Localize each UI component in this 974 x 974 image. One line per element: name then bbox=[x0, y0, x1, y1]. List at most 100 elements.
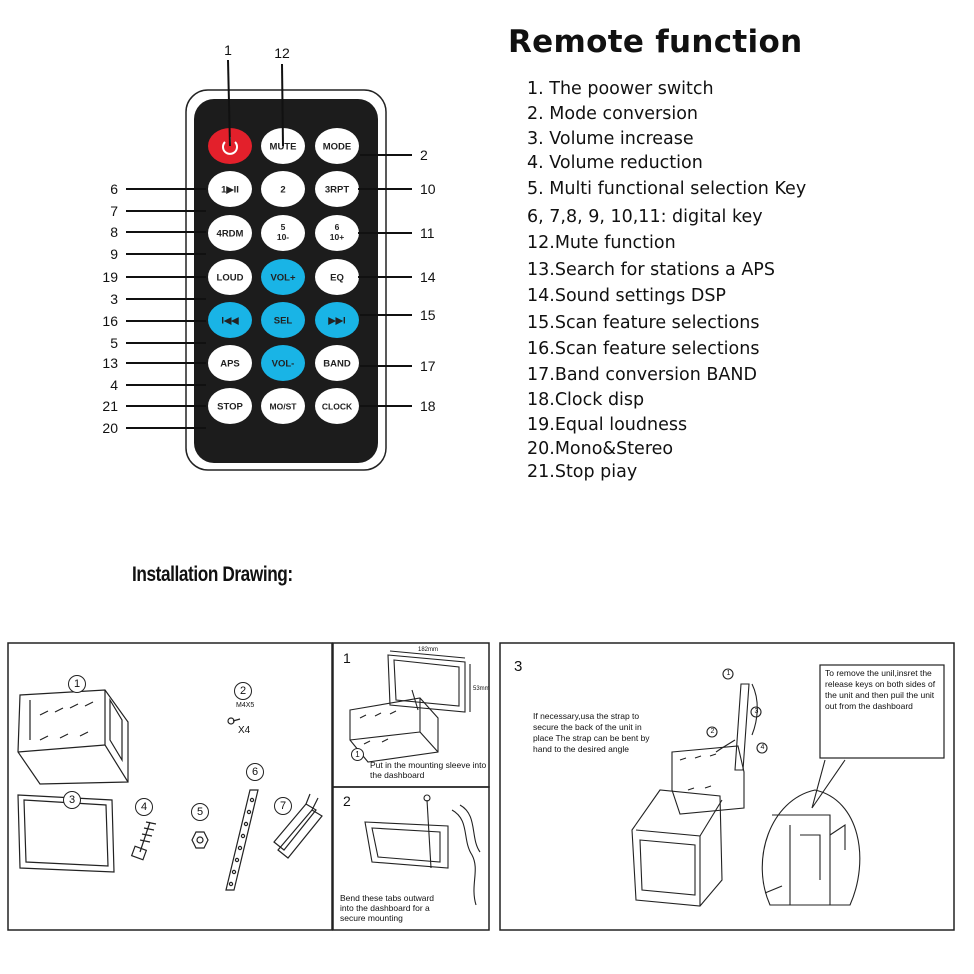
remote-button-shape[interactable] bbox=[208, 215, 252, 251]
step2-drawing bbox=[364, 794, 481, 906]
step1-text: Put in the mounting sleeve into the dash… bbox=[370, 760, 487, 780]
remote-button[interactable]: 1▶II bbox=[208, 171, 252, 207]
function-item: 20.Mono&Stereo bbox=[527, 439, 674, 459]
step1-dim-width: 182mm bbox=[418, 647, 439, 653]
remote-button-shape[interactable] bbox=[261, 215, 305, 251]
remote-button-shape[interactable] bbox=[261, 388, 305, 424]
callout-number: 13 bbox=[102, 355, 118, 371]
remote-button-shape[interactable] bbox=[208, 388, 252, 424]
screw-size-label: M4X5 bbox=[236, 702, 255, 709]
part-number-badge: 2 bbox=[234, 682, 252, 700]
remote-button-label: EQ bbox=[330, 273, 344, 284]
callout-number: 3 bbox=[110, 291, 118, 307]
step1-number: 1 bbox=[343, 650, 351, 666]
function-item: 1. The poower switch bbox=[527, 79, 714, 99]
remote-button-shape[interactable] bbox=[261, 259, 305, 295]
remote-button-label: 3RPT bbox=[325, 185, 349, 196]
remote-button-label: STOP bbox=[217, 402, 243, 413]
remote-button-shape[interactable] bbox=[261, 345, 305, 381]
remote-button-label: APS bbox=[220, 359, 240, 370]
remote-button[interactable]: APS bbox=[208, 345, 252, 381]
part-screw bbox=[227, 717, 241, 725]
remote-button[interactable]: MODE bbox=[315, 128, 359, 164]
step3-number: 3 bbox=[514, 658, 523, 675]
function-item: 17.Band conversion BAND bbox=[527, 365, 757, 385]
function-item: 13.Search for stations a APS bbox=[527, 260, 775, 280]
remote-button-shape[interactable] bbox=[208, 345, 252, 381]
remote-button[interactable]: EQ bbox=[315, 259, 359, 295]
remote-button-shape[interactable] bbox=[315, 259, 359, 295]
page-title: Remote function bbox=[508, 24, 803, 60]
remote-button-shape[interactable] bbox=[315, 171, 359, 207]
remote-button[interactable]: ▶▶I bbox=[315, 302, 359, 338]
remote-button[interactable]: SEL bbox=[261, 302, 305, 338]
remote-button[interactable]: BAND bbox=[315, 345, 359, 381]
callout-number: 7 bbox=[110, 203, 118, 219]
callout-number: 15 bbox=[420, 307, 436, 323]
remote-button-shape[interactable] bbox=[208, 171, 252, 207]
remote-button-shape[interactable] bbox=[315, 302, 359, 338]
part-number-badge: 1 bbox=[68, 675, 86, 693]
remote-button[interactable]: CLOCK bbox=[315, 388, 359, 424]
remote-button[interactable]: 4RDM bbox=[208, 215, 252, 251]
remote-button-label: 1▶II bbox=[221, 185, 239, 196]
callout-number: 9 bbox=[110, 246, 118, 262]
part-number-badge: 7 bbox=[274, 797, 292, 815]
remote-button-label: 10+ bbox=[330, 232, 344, 242]
step1-callout-badge: 1 bbox=[351, 748, 364, 761]
callout-line bbox=[227, 59, 231, 147]
remote-button[interactable]: 3RPT bbox=[315, 171, 359, 207]
remote-button-shape[interactable] bbox=[261, 302, 305, 338]
callout-number: 12 bbox=[274, 45, 290, 61]
remote-button-label: 2 bbox=[280, 185, 285, 196]
callout-number: 16 bbox=[102, 313, 118, 329]
remote-button[interactable]: I◀◀ bbox=[208, 302, 252, 338]
remote-button-shape[interactable] bbox=[315, 128, 359, 164]
callout-number: 19 bbox=[102, 269, 118, 285]
remote-button-shape[interactable] bbox=[315, 388, 359, 424]
callout-number: 5 bbox=[110, 335, 118, 351]
callout-line bbox=[281, 63, 284, 147]
step1-drawing bbox=[349, 650, 471, 763]
step3-strap-text: If necessary,usa the strap to secure the… bbox=[533, 711, 650, 754]
callout-number: 11 bbox=[420, 225, 435, 241]
remote-button-label: I◀◀ bbox=[221, 316, 239, 327]
remote-button-shape[interactable] bbox=[315, 345, 359, 381]
remote-button[interactable]: 510- bbox=[261, 215, 305, 251]
remote-button[interactable]: LOUD bbox=[208, 259, 252, 295]
remote-button-label: 6 bbox=[335, 222, 340, 232]
remote-button-label: LOUD bbox=[217, 273, 244, 284]
callout-number: 4 bbox=[110, 377, 118, 393]
callout-number: 8 bbox=[110, 224, 118, 240]
remote-button-shape[interactable] bbox=[208, 259, 252, 295]
remote-button[interactable]: VOL- bbox=[261, 345, 305, 381]
remote-button[interactable]: 610+ bbox=[315, 215, 359, 251]
part-release-keys bbox=[273, 793, 323, 859]
step3-remove-text: To remove the unil,insret the release ke… bbox=[825, 668, 936, 711]
part-number-badge: 6 bbox=[246, 763, 264, 781]
remote-button-label: BAND bbox=[323, 359, 351, 370]
remote-button-label: VOL- bbox=[272, 359, 295, 370]
function-item: 6, 7,8, 9, 10,11: digital key bbox=[527, 207, 763, 227]
step3-callout-badge: 3 bbox=[754, 708, 759, 715]
remote-button-shape[interactable] bbox=[208, 302, 252, 338]
remote-button[interactable]: 2 bbox=[261, 171, 305, 207]
function-item: 2. Mode conversion bbox=[527, 104, 699, 124]
remote-button-label: CLOCK bbox=[322, 402, 353, 412]
remote-button[interactable]: STOP bbox=[208, 388, 252, 424]
remote-button-shape[interactable] bbox=[261, 171, 305, 207]
part-number-badge: 5 bbox=[191, 803, 209, 821]
remote-button[interactable]: MO/ST bbox=[261, 388, 305, 424]
installation-drawings bbox=[7, 642, 955, 931]
callout-number: 20 bbox=[102, 420, 118, 436]
remote-button-label: MODE bbox=[323, 142, 352, 153]
part-number-badge: 4 bbox=[135, 798, 153, 816]
remote-button-label: 5 bbox=[281, 222, 286, 232]
step3-callout-badge: 2 bbox=[710, 728, 715, 735]
remote-button-shape[interactable] bbox=[315, 215, 359, 251]
remote-button[interactable]: VOL+ bbox=[261, 259, 305, 295]
remote-button-label: SEL bbox=[274, 316, 293, 327]
callout-number: 17 bbox=[420, 358, 436, 374]
